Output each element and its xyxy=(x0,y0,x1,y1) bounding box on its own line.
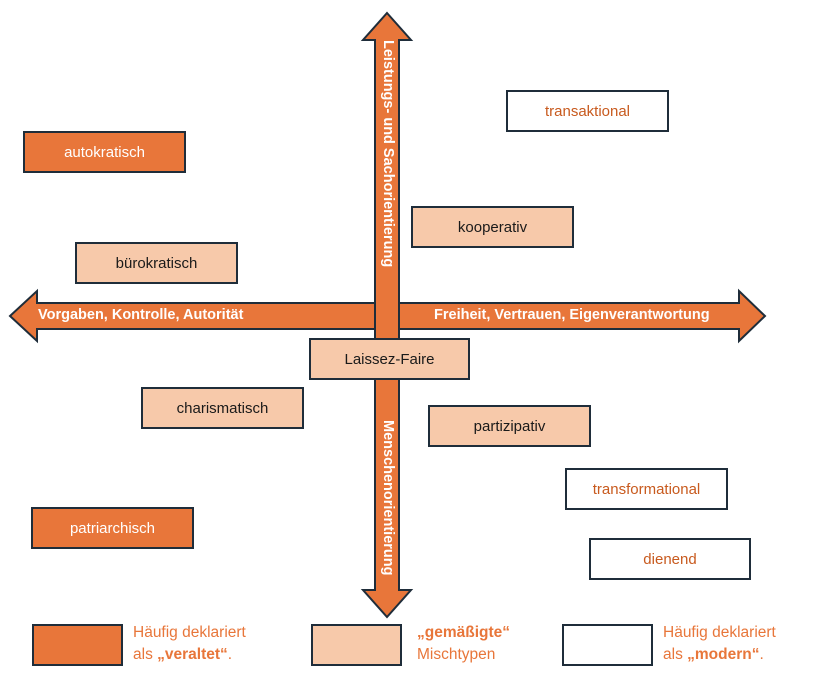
style-transaktional: transaktional xyxy=(506,90,669,132)
legend-mischtypen-line1: „gemäßigte“ xyxy=(417,624,511,641)
style-partizipativ: partizipativ xyxy=(428,405,591,447)
vertical-axis-arrow xyxy=(360,11,414,619)
legend-swatch-modern xyxy=(562,624,653,666)
style-kooperativ: kooperativ xyxy=(411,206,574,248)
legend-veraltet-line1: Häufig deklariert xyxy=(133,624,246,641)
legend-text-mischtypen: „gemäßigte“ Mischtypen xyxy=(417,622,510,666)
legend-modern-strong: „modern“ xyxy=(687,646,760,663)
legend-mischtypen-line2: Mischtypen xyxy=(417,646,496,663)
legend-swatch-veraltet xyxy=(32,624,123,666)
legend-modern-line1: Häufig deklariert xyxy=(663,624,776,641)
axis-label-bottom: Menschenorientierung xyxy=(380,420,396,576)
axis-label-right: Freiheit, Vertrauen, Eigenverantwortung xyxy=(434,307,710,323)
style-dienend: dienend xyxy=(589,538,751,580)
axis-label-top: Leistungs- und Sachorientierung xyxy=(380,40,396,268)
legend-veraltet-strong: „veraltet“ xyxy=(157,646,228,663)
style-buerokratisch: bürokratisch xyxy=(75,242,238,284)
style-transformational: transformational xyxy=(565,468,728,510)
legend-modern-line2: als „modern“. xyxy=(663,646,764,663)
legend-text-veraltet: Häufig deklariert als „veraltet“. xyxy=(133,622,246,666)
legend-text-modern: Häufig deklariert als „modern“. xyxy=(663,622,776,666)
axis-label-left: Vorgaben, Kontrolle, Autorität xyxy=(38,307,244,323)
style-laissez-faire: Laissez-Faire xyxy=(309,338,470,380)
style-autokratisch: autokratisch xyxy=(23,131,186,173)
legend-swatch-mischtypen xyxy=(311,624,402,666)
legend-veraltet-line2: als „veraltet“. xyxy=(133,646,233,663)
style-patriarchisch: patriarchisch xyxy=(31,507,194,549)
style-charismatisch: charismatisch xyxy=(141,387,304,429)
